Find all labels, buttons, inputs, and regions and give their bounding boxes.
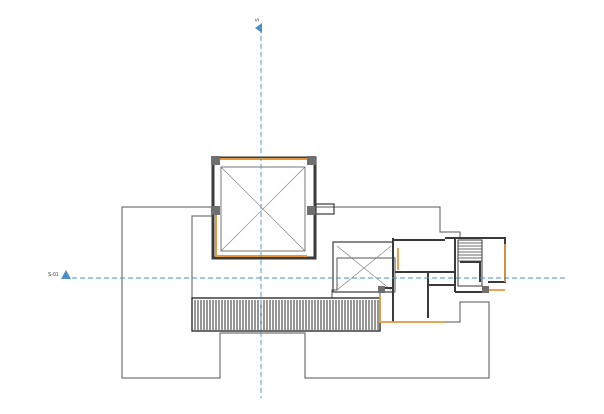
column bbox=[211, 206, 220, 215]
stair-treads bbox=[458, 242, 482, 262]
column bbox=[307, 206, 316, 215]
deck-hatch-lines bbox=[194, 300, 379, 330]
east-accent-walls bbox=[379, 244, 506, 323]
vertical-section-marker: S bbox=[255, 18, 262, 33]
roof-outline bbox=[121, 206, 490, 379]
column bbox=[378, 286, 385, 293]
central-tower bbox=[211, 156, 335, 260]
section-label: S-01 bbox=[48, 272, 59, 278]
column bbox=[307, 156, 316, 165]
tower-inner-void bbox=[220, 166, 306, 252]
section-arrow-icon bbox=[61, 270, 71, 279]
staircase-frame bbox=[457, 239, 483, 287]
column bbox=[482, 286, 489, 293]
section-label: S bbox=[255, 18, 261, 22]
tower-beam bbox=[315, 203, 335, 215]
hatched-deck-frame bbox=[191, 297, 381, 332]
void-diagonal bbox=[220, 166, 306, 252]
section-arrow-icon bbox=[255, 23, 262, 33]
horizontal-section-marker: S-01 bbox=[48, 270, 71, 279]
void-diagonal bbox=[336, 245, 392, 291]
tower-accent-wall bbox=[213, 158, 315, 257]
east-rooms bbox=[378, 237, 506, 323]
hatched-deck-band bbox=[191, 297, 381, 332]
section-lines bbox=[72, 28, 568, 398]
column bbox=[211, 156, 220, 165]
secondary-void bbox=[332, 241, 394, 293]
upper-terrace-outline bbox=[310, 206, 461, 239]
staircase bbox=[457, 239, 483, 287]
roof-outline-path bbox=[121, 206, 490, 379]
